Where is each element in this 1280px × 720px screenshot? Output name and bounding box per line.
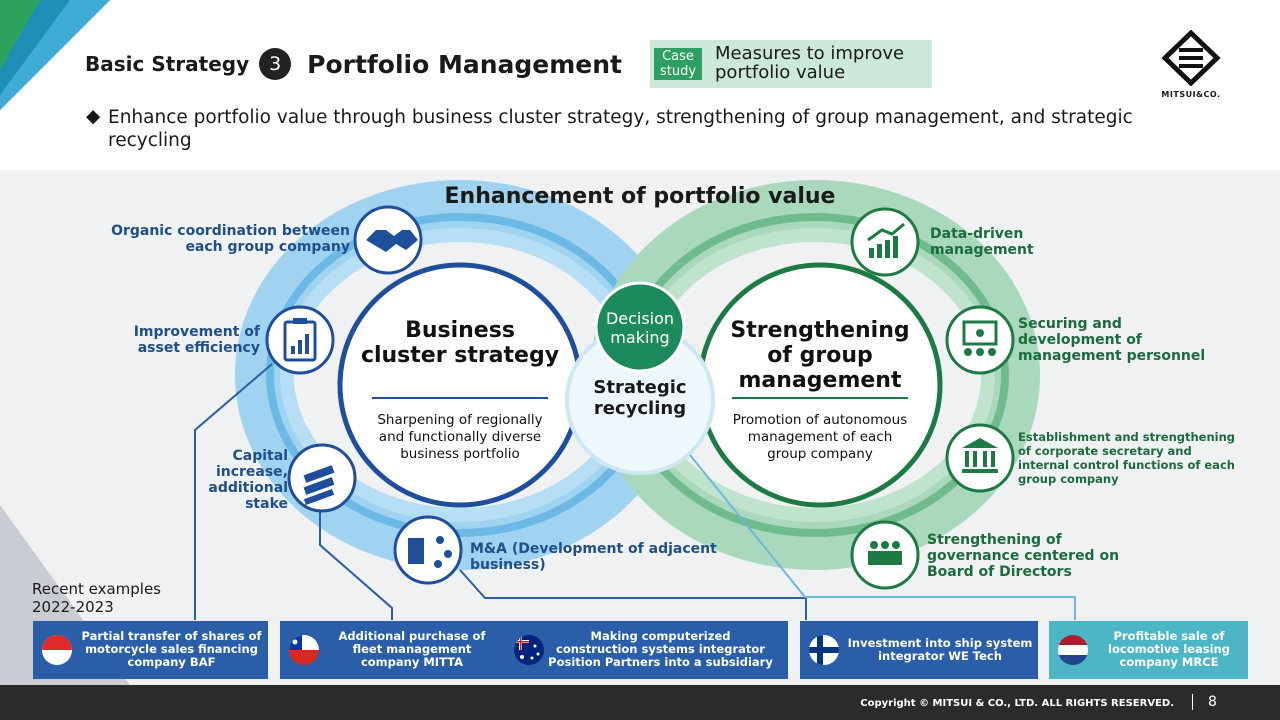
footer-divider — [1192, 694, 1193, 710]
handshake-icon — [353, 205, 423, 275]
board-people-icon — [850, 520, 920, 590]
decision-making-badge: Decision making — [605, 309, 675, 347]
footer-bar — [0, 685, 1280, 720]
money-stack-icon — [287, 443, 357, 513]
mitsui-logo-icon — [1161, 29, 1221, 87]
asset-efficiency-label: Improvement of asset efficiency — [133, 324, 260, 356]
case-study-tag: Case study — [654, 48, 702, 80]
business-cluster-subtitle: Sharpening of regionally and functionall… — [377, 412, 543, 462]
copyright-text: Copyright © MITSUI & CO., LTD. ALL RIGHT… — [860, 698, 1174, 709]
page-number: 8 — [1208, 694, 1217, 710]
key-message-text: Enhance portfolio value through business… — [108, 107, 1133, 151]
indonesia-flag-icon — [42, 635, 72, 665]
strategy-number-badge: 3 — [259, 48, 292, 80]
netherlands-flag-icon — [1058, 635, 1088, 665]
page-title: Portfolio Management — [307, 49, 622, 79]
management-personnel-label: Securing and development of management p… — [1018, 316, 1206, 364]
example-card-group: Additional purchase of fleet management … — [280, 621, 788, 679]
case-study-text: Measures to improve portfolio value — [715, 43, 905, 83]
right-circle-title-wrap: Strengthening of group management — [720, 318, 920, 393]
governance-label: Strengthening of governance centered on … — [927, 532, 1120, 580]
ma-label: M&A (Development of adjacent business) — [470, 541, 717, 573]
chile-flag-icon — [289, 635, 319, 665]
recent-examples-label: Recent examples 2022-2023 — [32, 580, 161, 616]
right-circle-sub-wrap: Promotion of autonomous management of ea… — [728, 412, 912, 463]
corporate-secretary-label: Establishment and strengthening of corpo… — [1018, 430, 1236, 486]
company-logo: MITSUI&CO. — [1160, 29, 1222, 99]
example-card-we-tech: Investment into ship system integrator W… — [800, 621, 1038, 679]
left-circle-title-wrap: Business cluster strategy — [360, 318, 560, 368]
institution-icon — [945, 423, 1015, 493]
network-icon — [393, 515, 463, 585]
diagram-title: Enhancement of portfolio value — [444, 184, 836, 209]
business-cluster-title: Business cluster strategy — [360, 318, 560, 368]
basic-strategy-label: Basic Strategy — [85, 52, 250, 76]
example-card-baf: Partial transfer of shares of motorcycle… — [33, 621, 268, 679]
capital-increase-label: Capital increase, additional stake — [208, 448, 288, 512]
australia-flag-icon — [514, 635, 544, 665]
presenter-icon — [945, 305, 1015, 375]
group-management-title: Strengthening of group management — [730, 318, 910, 393]
slide-header: Basic Strategy 3 Portfolio Management — [85, 48, 622, 80]
example-text: Profitable sale of locomotive leasing co… — [1108, 629, 1230, 669]
finland-flag-icon — [809, 635, 839, 665]
example-text: Additional purchase of fleet management … — [338, 629, 486, 669]
example-text: Investment into ship system integrator W… — [847, 636, 1033, 663]
group-management-subtitle: Promotion of autonomous management of ea… — [732, 412, 908, 462]
strategic-recycling-title: Strategic recycling — [593, 377, 687, 419]
example-text: Making computerized construction systems… — [548, 629, 773, 669]
data-driven-label: Data-driven management — [930, 226, 1034, 258]
left-circle-sub-wrap: Sharpening of regionally and functionall… — [368, 412, 552, 463]
corner-decoration — [0, 0, 110, 110]
diamond-bullet-icon: ◆ — [86, 106, 101, 127]
example-text: Partial transfer of shares of motorcycle… — [81, 629, 262, 669]
logo-text: MITSUI&CO. — [1161, 90, 1221, 99]
organic-coordination-label: Organic coordination between each group … — [111, 223, 350, 255]
example-card-mrce: Profitable sale of locomotive leasing co… — [1049, 621, 1248, 679]
growth-chart-icon — [850, 207, 920, 277]
clipboard-chart-icon — [265, 305, 335, 375]
